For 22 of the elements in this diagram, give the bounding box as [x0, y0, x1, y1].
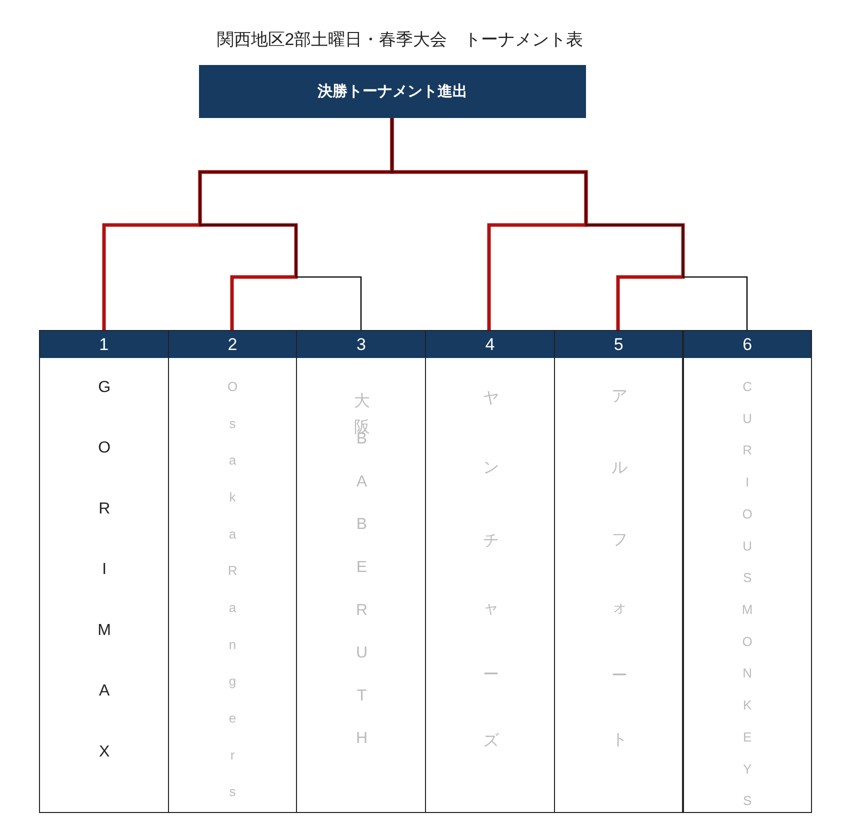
team-column	[425, 330, 555, 813]
team-column	[682, 330, 812, 813]
advance-banner: 決勝トーナメント進出	[199, 65, 586, 118]
diagram-title: 関西地区2部土曜日・春季大会 トーナメント表	[216, 29, 584, 51]
team-column	[39, 330, 169, 813]
seed-number: 5	[554, 331, 682, 358]
seed-number: 6	[684, 331, 812, 358]
team-name: ヤンチャーズ	[482, 379, 498, 791]
seed-number: 3	[297, 331, 426, 358]
bracket-line	[390, 118, 685, 330]
team-name: CURIOUSMONKEYS	[740, 379, 754, 825]
seed-number: 4	[426, 331, 554, 358]
team-name: アルフォート	[610, 379, 627, 792]
team-name: GORIMAX	[96, 379, 112, 804]
seed-number: 2	[168, 331, 296, 358]
seed-number: 1	[40, 331, 168, 358]
team-column	[168, 330, 298, 813]
team-column	[554, 330, 684, 813]
team-column	[296, 330, 426, 813]
bracket-line	[391, 118, 748, 330]
team-name: 大阪BABERUTH	[353, 379, 370, 773]
team-name: OsakaRangers	[226, 379, 240, 821]
